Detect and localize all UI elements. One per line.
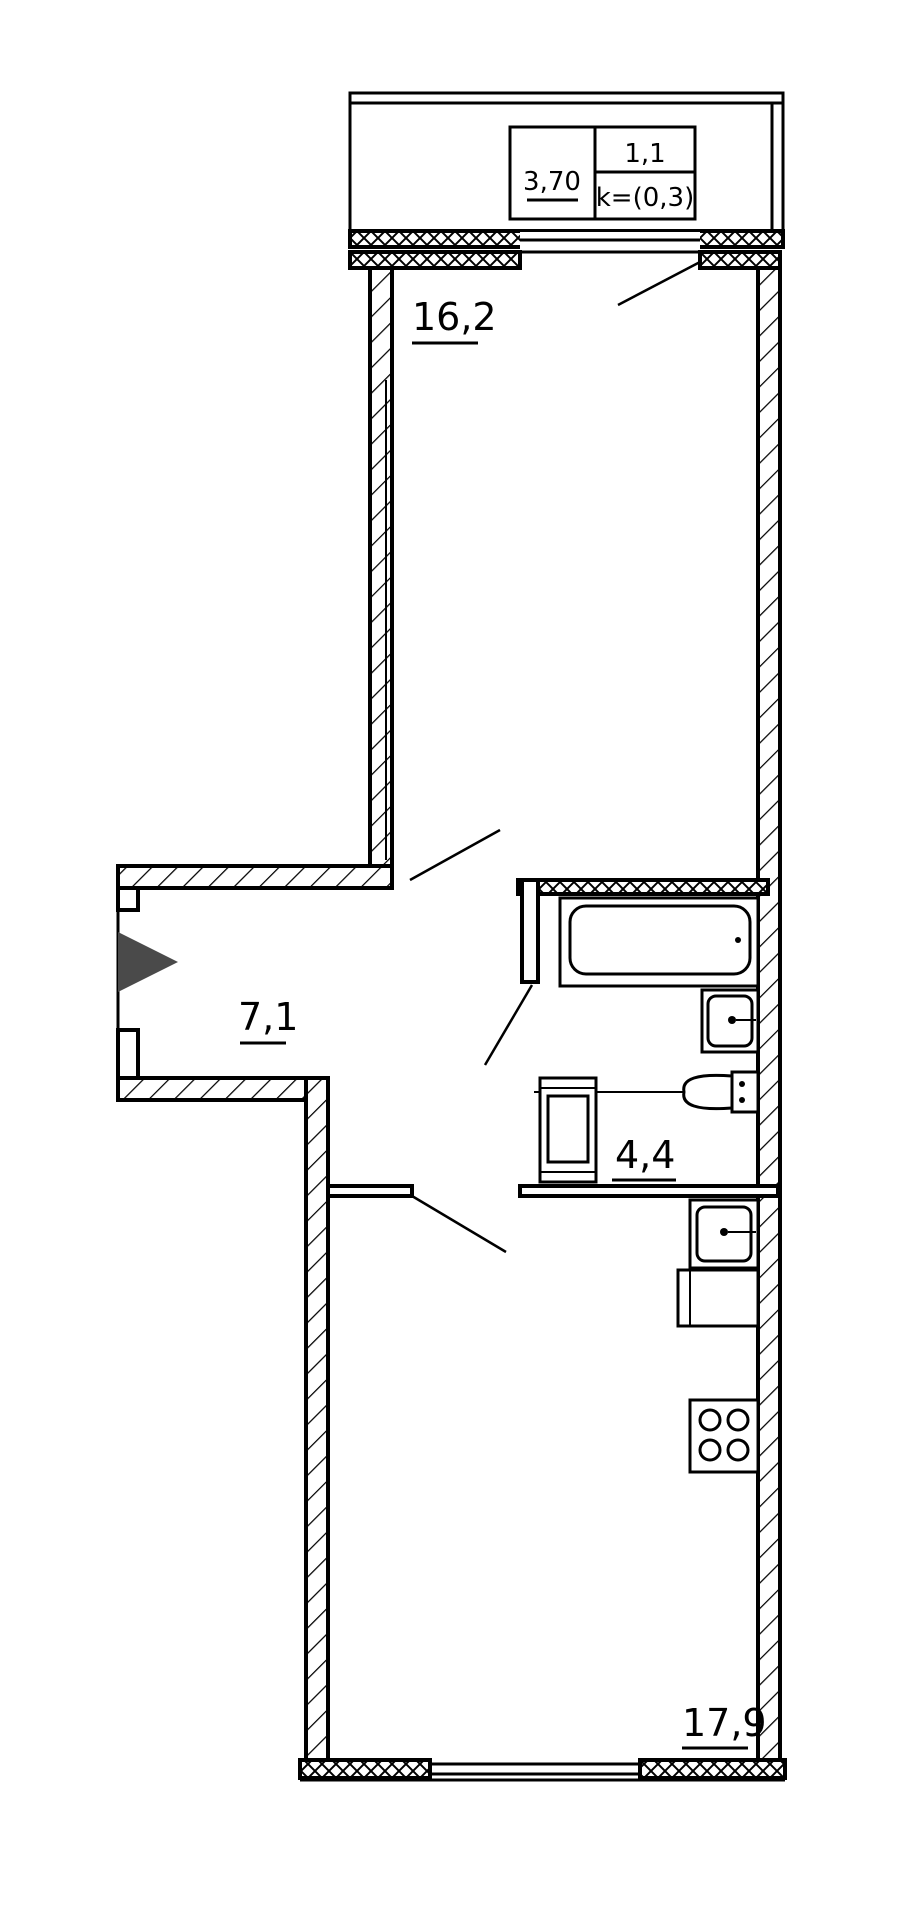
wall-bathroom-top bbox=[516, 878, 770, 896]
living-room-area: 16,2 bbox=[412, 295, 497, 339]
balcony-coefficient: k=(0,3) bbox=[596, 183, 694, 213]
kitchen-sink-icon bbox=[688, 1198, 760, 1270]
kitchen-living-area: 17,9 bbox=[682, 1701, 767, 1745]
wall-living-top-left bbox=[348, 250, 522, 270]
wall-hall-top bbox=[116, 864, 394, 890]
entrance-arrow-icon bbox=[118, 932, 178, 992]
balcony-area: 3,70 bbox=[523, 167, 581, 197]
door-kitchen[interactable] bbox=[411, 1194, 507, 1254]
balcony-label-box: 3,70 1,1 k=(0,3) bbox=[508, 125, 697, 221]
wall-kitchen-top bbox=[326, 1184, 414, 1198]
doors bbox=[409, 260, 701, 1254]
balcony-railing bbox=[348, 91, 785, 105]
hall-area: 7,1 bbox=[238, 995, 298, 1039]
wall-bathroom-bottom bbox=[518, 1184, 780, 1198]
balcony-index: 1,1 bbox=[624, 139, 665, 169]
toilet-icon bbox=[534, 1070, 760, 1114]
wall-hall-bottom bbox=[116, 1076, 330, 1102]
walls bbox=[116, 250, 787, 1782]
wall-entrance-bottom bbox=[116, 1028, 140, 1080]
wall-kitchen-bottom-left bbox=[298, 1758, 432, 1780]
door-living-room[interactable] bbox=[409, 828, 501, 882]
door-balcony[interactable] bbox=[617, 260, 701, 307]
balcony: 3,70 1,1 k=(0,3) bbox=[348, 91, 785, 254]
washing-machine-icon bbox=[538, 1076, 598, 1184]
washbasin-icon bbox=[700, 988, 760, 1054]
fridge-icon bbox=[676, 1268, 760, 1328]
fixtures bbox=[534, 896, 760, 1474]
wall-outer-right bbox=[756, 250, 782, 1762]
wall-living-top-right bbox=[698, 250, 782, 270]
door-bathroom[interactable] bbox=[483, 984, 534, 1066]
bathroom-area: 4,4 bbox=[615, 1133, 675, 1177]
wall-kitchen-left bbox=[304, 1076, 330, 1762]
stove-icon bbox=[688, 1398, 760, 1474]
room-labels: 16,2 7,1 4,4 17,9 bbox=[238, 295, 767, 1750]
wall-entrance-top bbox=[116, 886, 140, 912]
wall-kitchen-bottom-right bbox=[638, 1758, 787, 1780]
balcony-outline bbox=[348, 91, 785, 233]
wall-living-left bbox=[368, 266, 394, 872]
wall-bathroom-left bbox=[520, 878, 540, 984]
bathtub-icon bbox=[558, 896, 760, 988]
